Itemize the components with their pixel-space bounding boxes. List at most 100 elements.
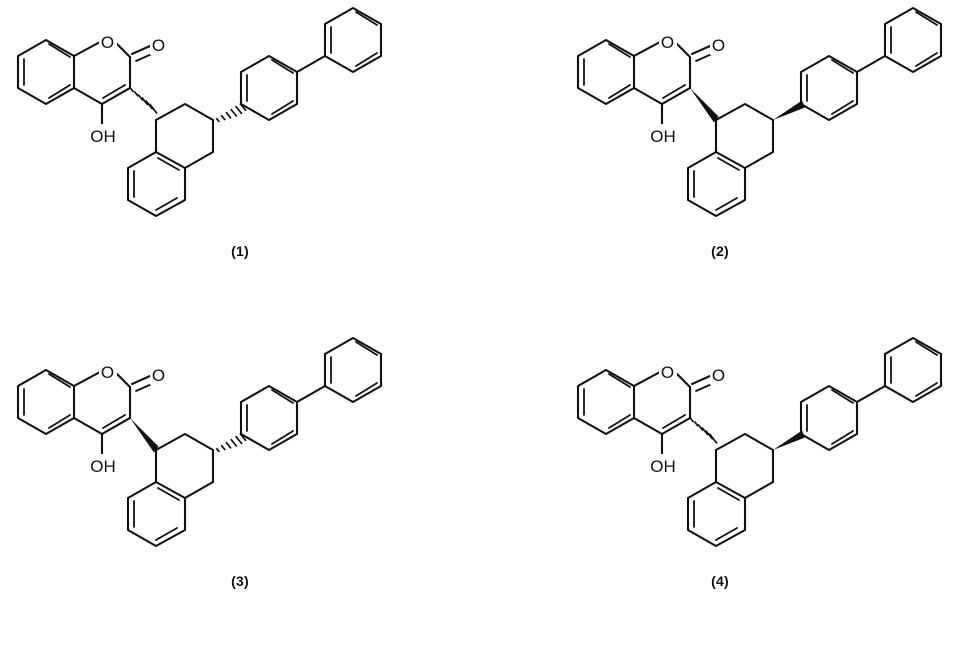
label-backing: [646, 454, 680, 476]
structure-drawing-2: O O OH: [576, 6, 943, 218]
label-backing: [646, 124, 680, 146]
bond-c3-c4: [660, 86, 692, 106]
bond-c4-c4a: [632, 86, 664, 106]
coumarin-benzo-ring: [16, 38, 76, 106]
structure-panel-4: O O OH (4): [480, 330, 960, 645]
biphenyl-proximal-ring: [239, 384, 299, 452]
aromatic-inner-bond: [271, 389, 294, 404]
biphenyl-link-bond: [295, 384, 327, 404]
biphenyl-link-bond: [295, 54, 327, 74]
c3-c4-double-inner: [662, 414, 686, 429]
structure-drawing-4: O O OH: [576, 336, 943, 548]
stereo-bond-right-wedge-2: [773, 100, 805, 120]
aromatic-inner-bond: [271, 100, 294, 115]
bond-o1-c2: [673, 370, 692, 389]
label-backing: [659, 361, 677, 382]
bond-o1-c2: [113, 370, 132, 389]
structure-drawing-1: O O OH: [16, 6, 383, 218]
tetralin-benzo-ring: [126, 150, 187, 218]
aromatic-inner-bond: [608, 84, 631, 99]
bond-c8a-o1: [632, 370, 662, 388]
aromatic-inner-bond: [717, 157, 740, 171]
ring-oxygen-label: O: [661, 33, 674, 52]
aromatic-inner-bond: [48, 43, 71, 58]
bond-c8a-o1: [632, 40, 662, 58]
structure-label-4: (4): [711, 573, 729, 589]
aromatic-inner-bond: [155, 197, 178, 211]
tetralin-saturated-ring: [714, 102, 775, 170]
tetralin-benzo-ring: [686, 480, 747, 548]
carbonyl-oxygen-label: O: [712, 366, 725, 385]
aromatic-inner-bond: [831, 430, 854, 445]
bond-c4-c4a: [72, 86, 104, 106]
carbonyl-oxygen-label: O: [712, 36, 725, 55]
aromatic-inner-bond: [157, 487, 180, 501]
aromatic-inner-bond: [831, 59, 854, 74]
biphenyl-proximal-ring: [799, 54, 859, 122]
biphenyl-distal-ring: [883, 6, 943, 74]
carbonyl-oxygen-label: O: [152, 36, 165, 55]
tetralin-benzo-ring: [686, 150, 747, 218]
aromatic-inner-bond: [915, 52, 938, 67]
bond-o1-c2: [673, 40, 692, 59]
label-backing: [150, 34, 168, 55]
stereo-bond-right-hash-3: [215, 432, 247, 453]
aromatic-inner-bond: [355, 52, 378, 67]
aromatic-inner-bond: [608, 43, 631, 58]
bond-c3-c4: [100, 416, 132, 436]
label-backing: [99, 31, 117, 52]
stereo-bond-left-hash-4: [689, 417, 718, 445]
structure-label-3: (3): [231, 573, 249, 589]
bond-c8a-o1: [72, 370, 102, 388]
bond-c3-c4: [660, 416, 692, 436]
aromatic-inner-bond: [271, 430, 294, 445]
tetralin-saturated-ring: [154, 432, 215, 500]
coumarin-benzo-ring: [16, 368, 76, 436]
bond-c4-c4a: [72, 416, 104, 436]
bond-c4-c4a: [632, 416, 664, 436]
aromatic-inner-bond: [715, 197, 738, 211]
carbonyl-bond-a: [130, 374, 152, 386]
hydroxyl-label: OH: [650, 457, 676, 476]
biphenyl-distal-ring: [323, 6, 383, 74]
ring-oxygen-label: O: [101, 363, 114, 382]
carbonyl-bond-a: [130, 44, 152, 56]
label-backing: [99, 361, 117, 382]
aromatic-inner-bond: [355, 382, 378, 397]
aromatic-inner-bond: [608, 373, 631, 388]
aromatic-inner-bond: [48, 373, 71, 388]
label-backing: [86, 454, 120, 476]
aromatic-inner-bond: [915, 382, 938, 397]
stereo-bond-left-hash-1: [129, 87, 158, 115]
carbonyl-bond-a: [690, 374, 712, 386]
label-backing: [710, 34, 728, 55]
bond-c3-c4: [100, 86, 132, 106]
aromatic-inner-bond: [48, 414, 71, 429]
structure-drawing-3: O O OH: [16, 336, 383, 548]
label-backing: [710, 364, 728, 385]
structure-panel-1: O O OH (1): [0, 0, 480, 315]
tetralin-saturated-ring: [714, 432, 775, 500]
aromatic-inner-bond: [915, 11, 938, 26]
coumarin-benzo-ring: [576, 368, 636, 436]
aromatic-inner-bond: [717, 487, 740, 501]
hydroxyl-label: OH: [90, 457, 116, 476]
biphenyl-link-bond: [855, 384, 887, 404]
label-backing: [86, 124, 120, 146]
c3-c4-double-inner: [102, 84, 126, 99]
structure-label-1: (1): [231, 243, 249, 259]
structure-label-2: (2): [711, 243, 729, 259]
coumarin-benzo-ring: [576, 38, 636, 106]
aromatic-inner-bond: [355, 341, 378, 356]
figure-sheet: O O OH (1): [0, 0, 943, 589]
biphenyl-distal-ring: [323, 336, 383, 404]
stereo-bond-right-hash-1: [215, 102, 247, 123]
carbonyl-bond-a: [690, 44, 712, 56]
hydroxyl-label: OH: [650, 127, 676, 146]
aromatic-inner-bond: [157, 157, 180, 171]
aromatic-inner-bond: [48, 84, 71, 99]
carbonyl-oxygen-label: O: [152, 366, 165, 385]
ring-oxygen-label: O: [101, 33, 114, 52]
aromatic-inner-bond: [715, 527, 738, 541]
tetralin-saturated-ring: [154, 102, 215, 170]
